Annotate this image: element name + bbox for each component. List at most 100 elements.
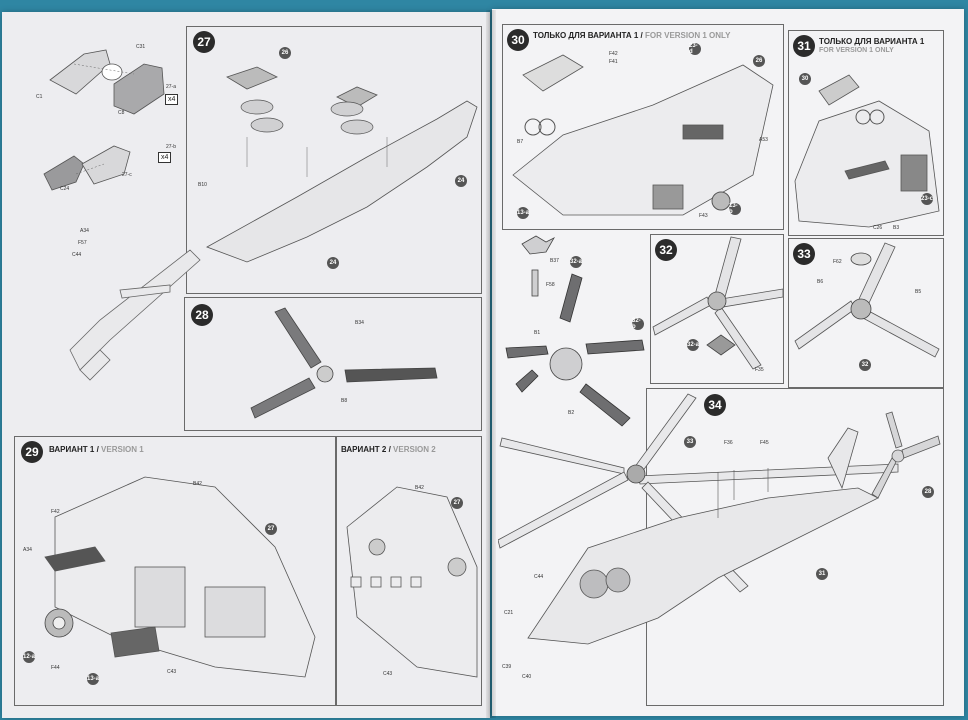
part-label: C44	[534, 574, 544, 580]
part-label: B42	[415, 485, 424, 491]
part-callout: 27	[265, 523, 277, 535]
tail-rotor-drawing	[250, 307, 438, 419]
cockpit-version-2-drawing	[346, 486, 478, 678]
step-number-badge: 33	[793, 243, 815, 265]
step-29-panel: 29 ВАРИАНТ 1 / VERSION 1 B42 F42 A34 C43…	[14, 436, 336, 706]
part-label: 27-c	[122, 172, 132, 178]
part-label: F41	[609, 59, 618, 65]
part-callout: 12-a	[23, 651, 35, 663]
part-label: C43	[167, 669, 177, 675]
part-label: C24	[60, 186, 70, 192]
title-en: FOR VERSION 1 ONLY	[645, 31, 731, 40]
part-label: F43	[699, 213, 708, 219]
part-label: F44	[51, 665, 60, 671]
quantity-box: x4	[165, 94, 179, 105]
part-callout: 32-b	[632, 318, 644, 330]
part-label: F57	[78, 240, 87, 246]
part-label: C44	[72, 252, 82, 258]
step-number-badge: 28	[191, 304, 213, 326]
part-callout: 24	[455, 175, 467, 187]
part-callout: 27	[451, 497, 463, 509]
title-en: VERSION 2	[393, 445, 436, 454]
step-number-badge: 29	[21, 441, 43, 463]
part-callout: 33	[684, 436, 696, 448]
complete-helicopter-drawing	[498, 393, 941, 645]
part-label: C40	[522, 674, 532, 680]
part-label: F58	[546, 282, 555, 288]
part-label: C8	[118, 110, 125, 116]
part-callout: 31	[816, 568, 828, 580]
part-label: F42	[51, 509, 60, 515]
part-label: C43	[383, 671, 393, 677]
step-title-en: FOR VERSION 1 ONLY	[819, 47, 894, 54]
step-28-panel: 28 B34 B8	[184, 297, 482, 431]
title-en: VERSION 1	[101, 445, 144, 454]
step-number-badge: 30	[507, 29, 529, 51]
version-2-panel: ВАРИАНТ 2 / VERSION 2 B42 C43 27	[336, 436, 482, 706]
title-ru: ТОЛЬКО ДЛЯ ВАРИАНТА 1 /	[533, 31, 643, 40]
part-label: C39	[502, 664, 512, 670]
rotor-blades-drawing	[652, 236, 783, 370]
part-label: C31	[136, 44, 146, 50]
part-callout: 26	[279, 47, 291, 59]
tail-boom-drawing	[69, 249, 201, 381]
part-callout: 13-b	[729, 203, 741, 215]
step-30-panel: 30 ТОЛЬКО ДЛЯ ВАРИАНТА 1 / FOR VERSION 1…	[502, 24, 784, 230]
part-callout: 23-c	[921, 193, 933, 205]
part-label: B2	[568, 410, 575, 416]
step-32-panel: 32 32-a F35	[650, 234, 784, 384]
step-number-badge: 27	[193, 31, 215, 53]
part-callout: 24	[327, 257, 339, 269]
title-ru: ВАРИАНТ 1 /	[49, 445, 99, 454]
part-label: F62	[833, 259, 842, 265]
booklet-gutter	[486, 10, 496, 718]
part-label: F35	[755, 367, 764, 373]
step-33-panel: 33 F62 B6 B5 32	[788, 238, 944, 388]
part-label: B3	[893, 225, 900, 231]
part-label: B6	[817, 279, 824, 285]
part-callout: 13-a	[517, 207, 529, 219]
part-label: A34	[80, 228, 89, 234]
part-label: B37	[550, 258, 559, 264]
rotor-hub-drawing	[794, 242, 940, 358]
part-label: B5	[915, 289, 922, 295]
cockpit-version-1-drawing	[44, 476, 316, 678]
part-label: F42	[609, 51, 618, 57]
step-number-badge: 31	[793, 35, 815, 57]
part-label: C26	[873, 225, 883, 231]
part-label: B1	[534, 330, 541, 336]
title-ru: ВАРИАНТ 2 /	[341, 445, 391, 454]
cockpit-detail-drawing	[794, 74, 940, 228]
part-callout: 32-a	[687, 339, 699, 351]
engine-parts-drawing	[43, 49, 165, 191]
part-callout: 23-d	[689, 43, 701, 55]
step-27-panel: 27 26 24 24	[186, 26, 482, 294]
helicopter-fuselage-drawing	[206, 66, 478, 263]
part-label: B42	[193, 481, 202, 487]
part-label: C1	[36, 94, 43, 100]
part-callout: 13-a	[87, 673, 99, 685]
step-title: ВАРИАНТ 1 / VERSION 1	[49, 445, 144, 454]
part-label: C21	[504, 610, 514, 616]
step-number-badge: 32	[655, 239, 677, 261]
part-callout: 26	[753, 55, 765, 67]
main-rotor-head-area: B37 F58 B1 32-a 32-b B2	[496, 234, 648, 430]
part-callout: 32	[859, 359, 871, 371]
cockpit-interior-drawing	[512, 54, 774, 216]
main-rotor-head-drawing	[505, 235, 645, 427]
part-label: B7	[517, 139, 524, 145]
part-callout: 30	[799, 73, 811, 85]
step-number-badge: 34	[704, 394, 726, 416]
step-31-panel: 31 ТОЛЬКО ДЛЯ ВАРИАНТА 1 FOR VERSION 1 O…	[788, 30, 944, 236]
part-label: A34	[23, 547, 32, 553]
step-title: ТОЛЬКО ДЛЯ ВАРИАНТА 1 / FOR VERSION 1 ON…	[533, 31, 731, 40]
part-label: F36	[724, 440, 733, 446]
part-label: 27-a	[166, 84, 177, 90]
step-title: ВАРИАНТ 2 / VERSION 2	[341, 445, 436, 454]
part-label: 27-b	[166, 144, 177, 150]
part-callout: 28	[922, 486, 934, 498]
step-34-panel: 34 33 F36 F45 28 31 C44 C21 C39 C40	[498, 388, 944, 706]
step-title-ru: ТОЛЬКО ДЛЯ ВАРИАНТА 1	[819, 37, 925, 46]
part-callout: 32-a	[570, 256, 582, 268]
part-label: B8	[341, 398, 348, 404]
